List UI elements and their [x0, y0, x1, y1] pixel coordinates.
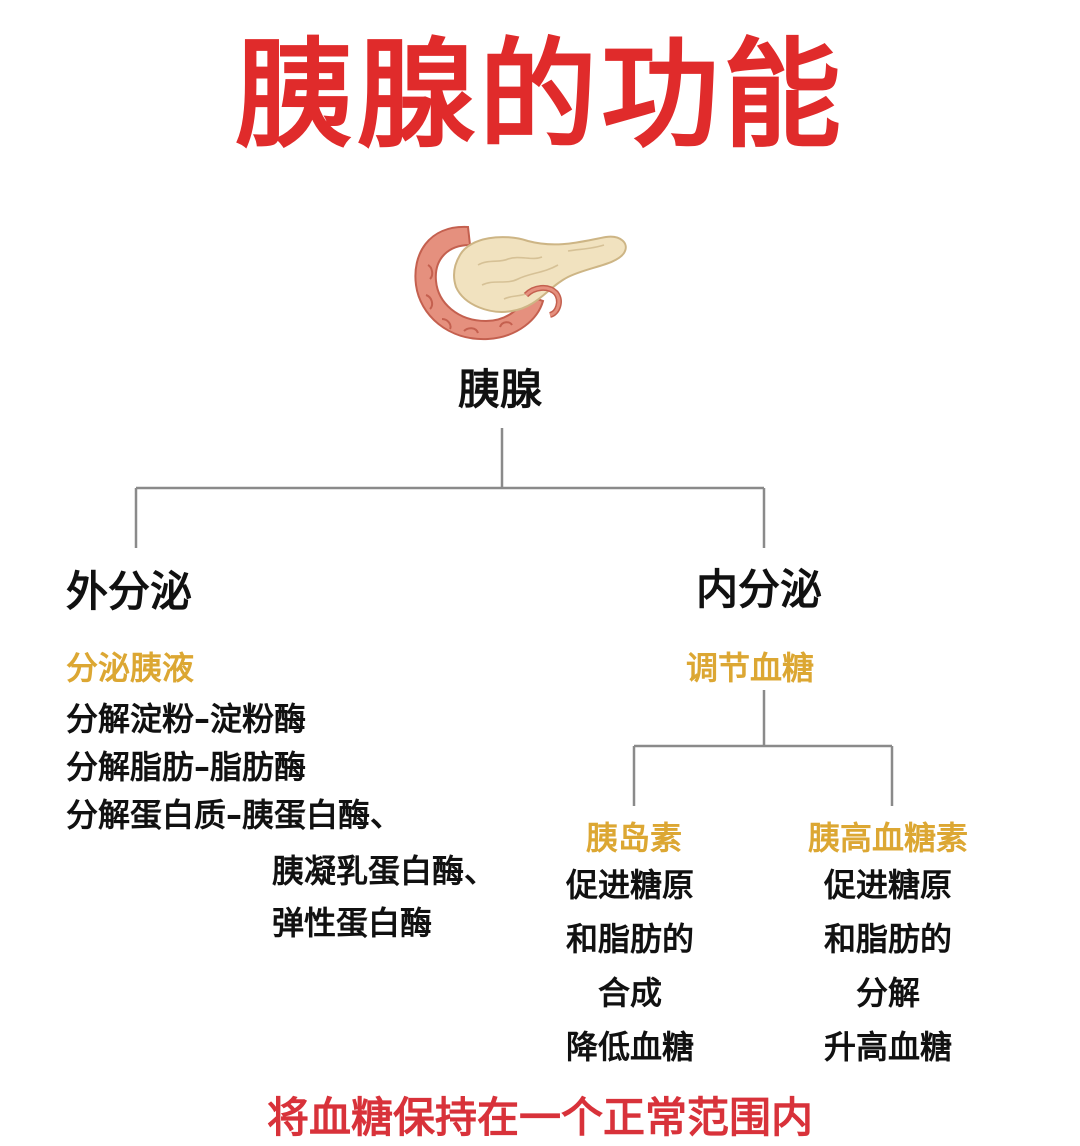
exocrine-fat-line: 分解脂肪–脂肪酶 — [66, 748, 307, 786]
page-title: 胰腺的功能 — [234, 26, 845, 164]
insulin-line-4: 降低血糖 — [565, 1028, 694, 1066]
glucagon-line-3: 分解 — [855, 974, 920, 1012]
exocrine-protein-cont-1: 胰凝乳蛋白酶、 — [272, 852, 497, 890]
exocrine-starch-line: 分解淀粉–淀粉酶 — [66, 700, 307, 738]
insulin-line-1: 促进糖原 — [565, 866, 694, 904]
root-label: 胰腺 — [457, 365, 542, 414]
endocrine-heading: 内分泌 — [696, 565, 823, 614]
insulin-line-3: 合成 — [597, 974, 662, 1012]
insulin-name: 胰岛素 — [585, 819, 682, 857]
glucagon-name: 胰高血糖素 — [807, 819, 968, 857]
endocrine-subheading: 调节血糖 — [686, 649, 815, 687]
exocrine-protein-cont-2: 弹性蛋白酶 — [272, 904, 433, 942]
insulin-line-2: 和脂肪的 — [565, 920, 694, 958]
exocrine-subheading: 分泌胰液 — [66, 649, 195, 687]
exocrine-protein-line: 分解蛋白质–胰蛋白酶、 — [66, 796, 403, 834]
glucagon-line-4: 升高血糖 — [823, 1028, 952, 1066]
glucagon-line-1: 促进糖原 — [823, 866, 952, 904]
glucagon-line-2: 和脂肪的 — [823, 920, 952, 958]
exocrine-heading: 外分泌 — [66, 567, 193, 616]
pancreas-illustration-icon — [414, 225, 627, 341]
footer-note: 将血糖保持在一个正常范围内 — [266, 1093, 813, 1142]
